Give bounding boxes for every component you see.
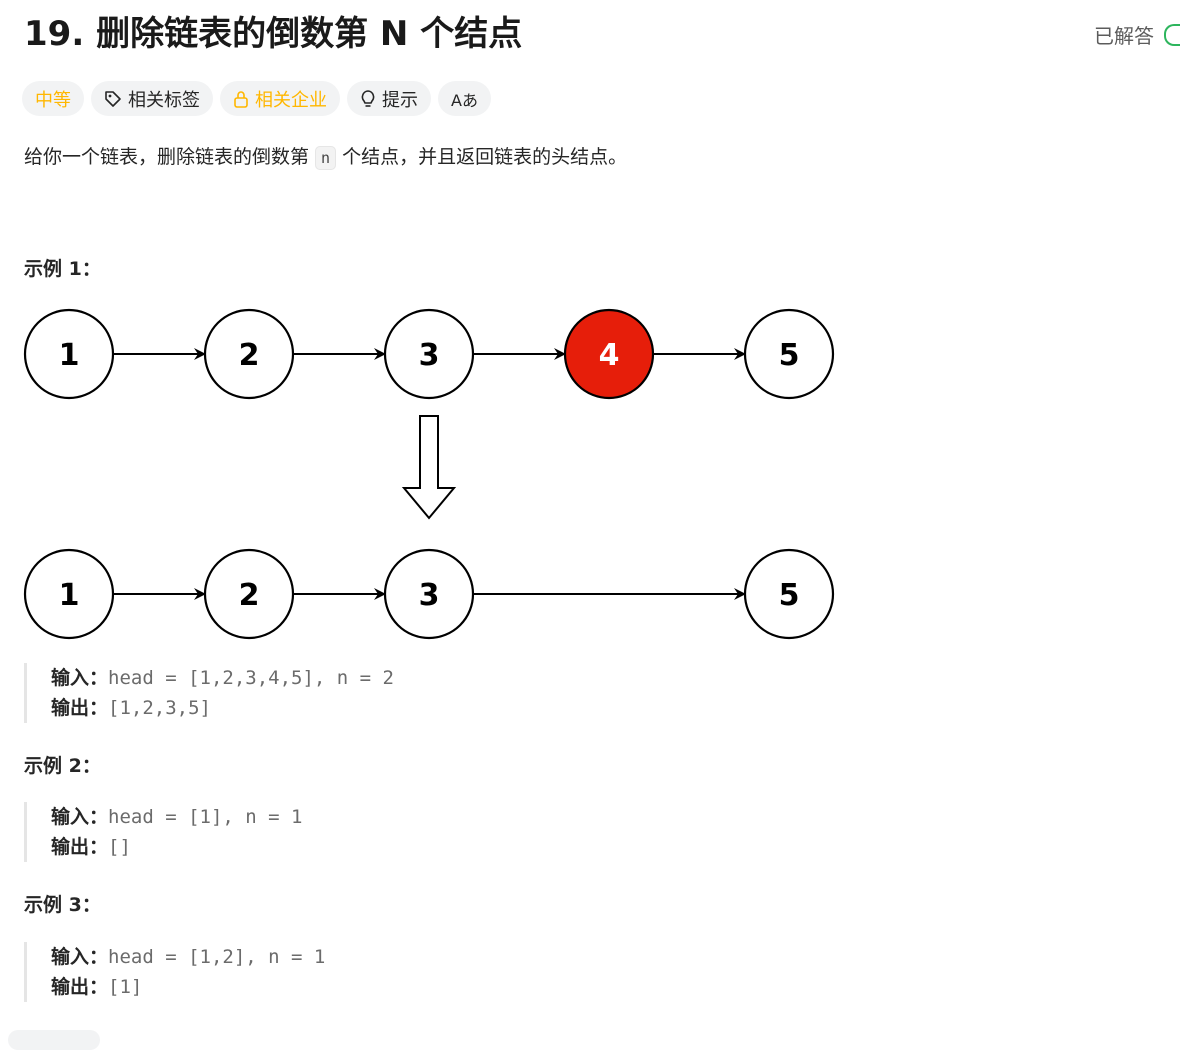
- example-1-output: 输出：[1,2,3,5]: [51, 693, 394, 723]
- list-node-circle: [383, 548, 475, 640]
- example-3-input: 输入：head = [1,2], n = 1: [51, 942, 325, 972]
- bottom-tab-button[interactable]: [8, 1030, 100, 1050]
- description-text-after: 个结点，并且返回链表的头结点。: [336, 146, 628, 168]
- list-node-circle: [743, 548, 835, 640]
- related-tags-button[interactable]: 相关标签: [91, 81, 213, 116]
- list-node-label: 3: [419, 578, 440, 613]
- input-label: 输入：: [51, 946, 109, 968]
- difficulty-label: 中等: [35, 89, 71, 111]
- difficulty-badge[interactable]: 中等: [22, 81, 84, 116]
- example-1-input: 输入：head = [1,2,3,4,5], n = 2: [51, 663, 394, 693]
- lock-icon: [233, 90, 249, 108]
- list-node-circle: [23, 548, 115, 640]
- translate-button[interactable]: Aあ: [438, 81, 491, 116]
- list-node-label: 3: [419, 338, 440, 373]
- tag-icon: [104, 90, 122, 108]
- solved-status[interactable]: 已解答: [1094, 20, 1180, 49]
- list-node-circle: [23, 308, 115, 400]
- solved-label: 已解答: [1094, 24, 1154, 48]
- hint-button[interactable]: 提示: [347, 81, 431, 116]
- example-2-output: 输出：[]: [51, 832, 302, 862]
- list-node-label: 4: [599, 338, 620, 373]
- output-value: [1,2,3,5]: [108, 697, 211, 719]
- output-value: [1]: [108, 976, 143, 998]
- problem-description: 给你一个链表，删除链表的倒数第 n 个结点，并且返回链表的头结点。: [24, 140, 627, 175]
- related-companies-button[interactable]: 相关企业: [220, 81, 340, 116]
- output-label: 输出：: [51, 697, 109, 719]
- description-text-before: 给你一个链表，删除链表的倒数第: [24, 146, 316, 168]
- list-node-label: 1: [59, 338, 80, 373]
- list-node-label: 2: [239, 578, 260, 613]
- list-node-label: 1: [59, 578, 80, 613]
- example-2-block: 输入：head = [1], n = 1 输出：[]: [24, 802, 302, 862]
- down-arrow-icon: [401, 415, 457, 520]
- example-2-input: 输入：head = [1], n = 1: [51, 802, 302, 832]
- hint-label: 提示: [382, 89, 418, 111]
- removed-node-circle: [563, 308, 655, 400]
- example-3-output: 输出：[1]: [51, 972, 325, 1002]
- inline-code-n: n: [315, 146, 337, 170]
- related-tags-label: 相关标签: [128, 89, 200, 111]
- output-value: []: [108, 836, 131, 858]
- solved-check-icon: [1164, 23, 1180, 46]
- list-node-circle: [203, 308, 295, 400]
- input-value: head = [1], n = 1: [108, 806, 303, 828]
- example-1-title: 示例 1：: [24, 258, 101, 280]
- related-companies-label: 相关企业: [255, 89, 327, 111]
- input-value: head = [1,2], n = 1: [108, 946, 326, 968]
- input-value: head = [1,2,3,4,5], n = 2: [108, 667, 394, 689]
- input-label: 输入：: [51, 667, 109, 689]
- list-node-circle: [743, 308, 835, 400]
- example-1-block: 输入：head = [1,2,3,4,5], n = 2 输出：[1,2,3,5…: [24, 663, 394, 723]
- list-node-label: 5: [779, 338, 800, 373]
- translate-icon: Aあ: [451, 90, 478, 110]
- linked-list-diagram: 1 2 3 4 5 1 2 3 5: [23, 308, 835, 640]
- list-node-circle: [203, 548, 295, 640]
- example-2-title: 示例 2：: [24, 755, 101, 777]
- tag-bar: 中等 相关标签 相关企业 提示 Aあ: [22, 81, 491, 116]
- example-3-title: 示例 3：: [24, 894, 101, 916]
- result-list: 1 2 3 5: [23, 548, 835, 640]
- problem-title: 19. 删除链表的倒数第 N 个结点: [24, 14, 523, 54]
- list-node-label: 5: [779, 578, 800, 613]
- original-list: 1 2 3 4 5: [23, 308, 835, 400]
- output-label: 输出：: [51, 836, 109, 858]
- lightbulb-icon: [360, 89, 376, 109]
- output-label: 输出：: [51, 976, 109, 998]
- list-node-label: 2: [239, 338, 260, 373]
- list-node-circle: [383, 308, 475, 400]
- example-3-block: 输入：head = [1,2], n = 1 输出：[1]: [24, 942, 325, 1002]
- input-label: 输入：: [51, 806, 109, 828]
